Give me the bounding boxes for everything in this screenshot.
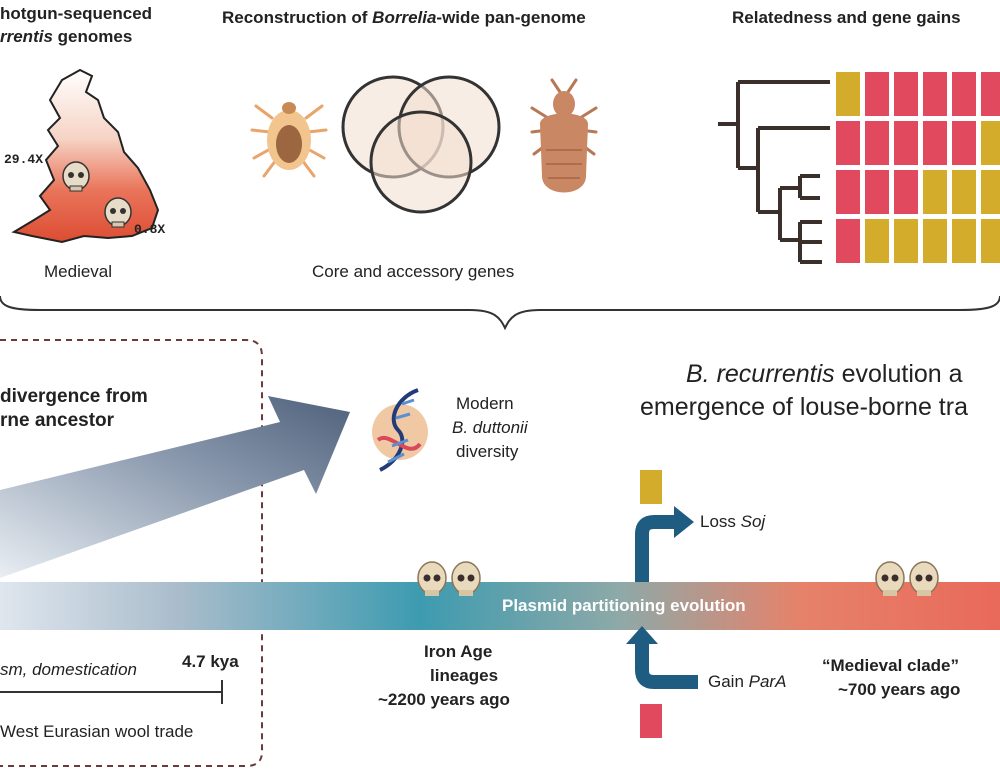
gene-cell <box>865 219 889 263</box>
divergence-line2: rne ancestor <box>0 410 115 431</box>
pangenome-caption: Core and accessory genes <box>312 262 515 281</box>
skull-icon <box>451 561 481 596</box>
genomes-title-line2: rrentis genomes <box>0 27 133 46</box>
gene-cell <box>981 121 1000 165</box>
genomes-title-line1: hotgun-sequenced <box>0 4 153 23</box>
modern-line3: diversity <box>456 442 519 461</box>
gene-cell <box>952 170 976 214</box>
loss-arrow <box>635 515 676 582</box>
relatedness-title: Relatedness and gene gains <box>732 8 961 27</box>
gene-cell <box>836 72 860 116</box>
gene-cell <box>923 72 947 116</box>
skull-icon <box>62 161 90 192</box>
venn-diagram <box>341 75 501 214</box>
red-marker <box>640 704 662 738</box>
gene-cell <box>865 121 889 165</box>
gene-cell <box>894 72 918 116</box>
skull-icon <box>909 561 939 596</box>
gene-cell <box>923 219 947 263</box>
skull-icon <box>417 561 447 596</box>
gene-cell <box>981 72 1000 116</box>
dna-icon <box>372 388 428 472</box>
gain-label: Gain ParA <box>708 672 787 691</box>
gene-cell <box>923 170 947 214</box>
gene-gain-grid <box>836 72 1000 263</box>
evolution-title-line1: B. recurrentis evolution a <box>686 360 963 388</box>
gene-cell <box>894 219 918 263</box>
kya-label: 4.7 kya <box>182 652 239 671</box>
timeline-label: Plasmid partitioning evolution <box>502 596 746 615</box>
kya-marker <box>0 680 223 704</box>
gene-cell <box>894 121 918 165</box>
modern-line1: Modern <box>456 394 514 413</box>
gold-marker <box>640 470 662 504</box>
loss-arrow-head <box>674 506 694 538</box>
pangenome-title: Reconstruction of Borrelia-wide pan-geno… <box>222 8 586 27</box>
curly-brace <box>0 295 1000 331</box>
medieval-line2: ~700 years ago <box>838 680 961 699</box>
gain-arrow <box>635 640 698 689</box>
genomes-caption: Medieval <box>44 262 113 281</box>
gene-cell <box>981 219 1000 263</box>
evolution-title-line2: emergence of louse-borne tra <box>640 393 968 421</box>
gene-cell <box>952 219 976 263</box>
gene-cell <box>981 170 1000 214</box>
gene-cell <box>836 219 860 263</box>
uk-map-icon <box>11 68 160 244</box>
gene-cell <box>865 72 889 116</box>
skull-icon <box>104 197 132 228</box>
gene-cell <box>952 121 976 165</box>
coverage-high-label: 29.4X <box>4 152 44 167</box>
phylogeny-tree-icon <box>718 80 830 264</box>
loss-label: Loss Soj <box>700 512 766 531</box>
gene-cell <box>894 170 918 214</box>
coverage-low-label: 0.8X <box>134 222 166 237</box>
timeline-bar <box>0 582 1000 630</box>
gene-cell <box>836 121 860 165</box>
gene-cell <box>865 170 889 214</box>
domestication-label: sm, domestication <box>0 660 137 679</box>
gene-cell <box>923 121 947 165</box>
wool-trade-label: West Eurasian wool trade <box>0 722 194 741</box>
iron-age-line2: lineages <box>430 666 499 685</box>
iron-age-line1: Iron Age <box>424 642 493 661</box>
dashed-box <box>0 339 263 767</box>
gene-cell <box>836 170 860 214</box>
divergence-line1: divergence from <box>0 386 148 407</box>
tick-icon <box>250 102 328 178</box>
iron-age-line3: ~2200 years ago <box>378 690 510 709</box>
medieval-line1: “Medieval clade” <box>822 656 960 675</box>
gain-arrow-head <box>626 626 658 644</box>
skull-icon <box>875 561 905 596</box>
modern-line2: B. duttonii <box>452 418 528 437</box>
ancestor-arrow <box>0 396 350 578</box>
louse-icon <box>530 78 598 193</box>
gene-cell <box>952 72 976 116</box>
